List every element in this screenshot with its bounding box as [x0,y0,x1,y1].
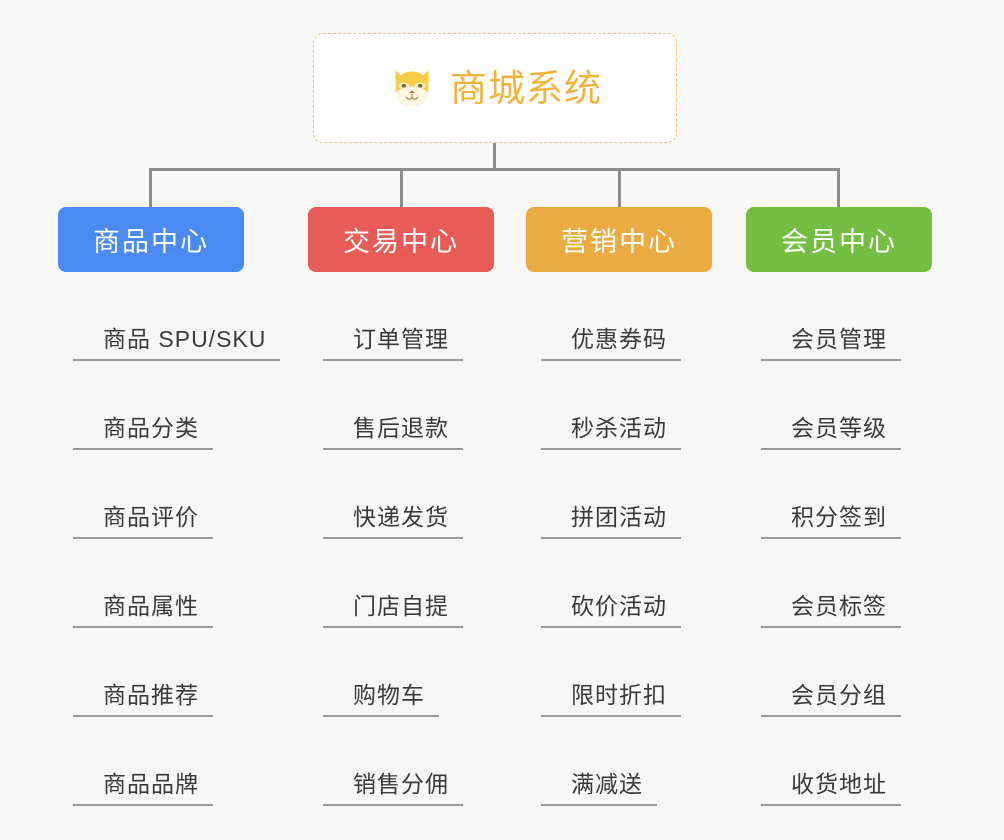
leaf-label: 满减送 [571,771,643,797]
shiba-dog-emoji-icon [395,70,429,106]
leaf-label: 会员分组 [791,682,887,708]
leaf-label: 会员管理 [791,326,887,352]
leaf-label: 砍价活动 [571,593,667,619]
leaf-label: 商品推荐 [103,682,199,708]
leaf-label: 购物车 [353,682,425,708]
leaf-label: 门店自提 [353,593,449,619]
leaf-label: 拼团活动 [571,504,667,530]
leaf-label: 商品品牌 [103,771,199,797]
category-header-3[interactable]: 会员中心 [746,207,932,272]
root-node[interactable]: 商城系统 [313,33,677,143]
leaf-item[interactable]: 商品推荐 [73,628,303,717]
leaf-label: 会员等级 [791,415,887,441]
category-column-2: 营销中心 优惠券码 秒杀活动 拼团活动 砍价活动 限时折扣 满减送 [526,207,712,806]
leaf-item[interactable]: 商品属性 [73,539,303,628]
leaf-label: 商品属性 [103,593,199,619]
leaf-label: 销售分佣 [353,771,449,797]
leaf-item[interactable]: 商品 SPU/SKU [73,272,303,361]
leaf-item[interactable]: 会员分组 [761,628,991,717]
leaf-label: 售后退款 [353,415,449,441]
root-title: 商城系统 [450,67,602,109]
leaf-item[interactable]: 商品品牌 [73,717,303,806]
connector-root-stub [493,143,496,171]
leaf-list-3: 会员管理 会员等级 积分签到 会员标签 会员分组 收货地址 [761,272,991,806]
leaf-label: 秒杀活动 [571,415,667,441]
leaf-label: 限时折扣 [571,682,667,708]
leaf-item[interactable]: 收货地址 [761,717,991,806]
leaf-item[interactable]: 积分签到 [761,450,991,539]
category-header-label-1: 交易中心 [343,227,459,257]
leaf-item[interactable]: 会员管理 [761,272,991,361]
leaf-item[interactable]: 会员标签 [761,539,991,628]
connector-drop-交易中心 [400,168,403,209]
leaf-list-0: 商品 SPU/SKU 商品分类 商品评价 商品属性 商品推荐 商品品牌 [73,272,303,806]
category-column-1: 交易中心 订单管理 售后退款 快递发货 门店自提 购物车 销售分佣 [308,207,494,806]
category-header-label-2: 营销中心 [561,227,677,257]
leaf-item[interactable]: 会员等级 [761,361,991,450]
leaf-list-2: 优惠券码 秒杀活动 拼团活动 砍价活动 限时折扣 满减送 [541,272,771,806]
leaf-item[interactable]: 限时折扣 [541,628,771,717]
leaf-item[interactable]: 商品评价 [73,450,303,539]
leaf-item[interactable]: 秒杀活动 [541,361,771,450]
category-column-0: 商品中心 商品 SPU/SKU 商品分类 商品评价 商品属性 商品推荐 商品品牌 [58,207,281,806]
leaf-list-1: 订单管理 售后退款 快递发货 门店自提 购物车 销售分佣 [323,272,553,806]
category-column-3: 会员中心 会员管理 会员等级 积分签到 会员标签 会员分组 收货地址 [746,207,932,806]
category-header-0[interactable]: 商品中心 [58,207,244,272]
leaf-item[interactable]: 售后退款 [323,361,553,450]
connector-horizontal-bus [150,168,840,171]
leaf-label: 会员标签 [791,593,887,619]
leaf-item[interactable]: 销售分佣 [323,717,553,806]
connector-drop-会员中心 [837,168,840,209]
leaf-item[interactable]: 购物车 [323,628,553,717]
leaf-item[interactable]: 满减送 [541,717,771,806]
leaf-label: 商品 SPU/SKU [103,326,267,352]
leaf-label: 订单管理 [353,326,449,352]
leaf-label: 商品评价 [103,504,199,530]
leaf-item[interactable]: 优惠券码 [541,272,771,361]
leaf-label: 积分签到 [791,504,887,530]
connector-drop-营销中心 [618,168,621,209]
category-header-1[interactable]: 交易中心 [308,207,494,272]
leaf-item[interactable]: 门店自提 [323,539,553,628]
leaf-item[interactable]: 砍价活动 [541,539,771,628]
category-header-2[interactable]: 营销中心 [526,207,712,272]
leaf-item[interactable]: 拼团活动 [541,450,771,539]
leaf-item[interactable]: 商品分类 [73,361,303,450]
leaf-item[interactable]: 订单管理 [323,272,553,361]
category-header-label-0: 商品中心 [93,227,209,257]
leaf-label: 收货地址 [791,771,887,797]
category-header-label-3: 会员中心 [781,227,897,257]
leaf-label: 优惠券码 [571,326,667,352]
leaf-label: 快递发货 [353,504,449,530]
connector-drop-商品中心 [149,168,152,209]
leaf-item[interactable]: 快递发货 [323,450,553,539]
leaf-label: 商品分类 [103,415,199,441]
